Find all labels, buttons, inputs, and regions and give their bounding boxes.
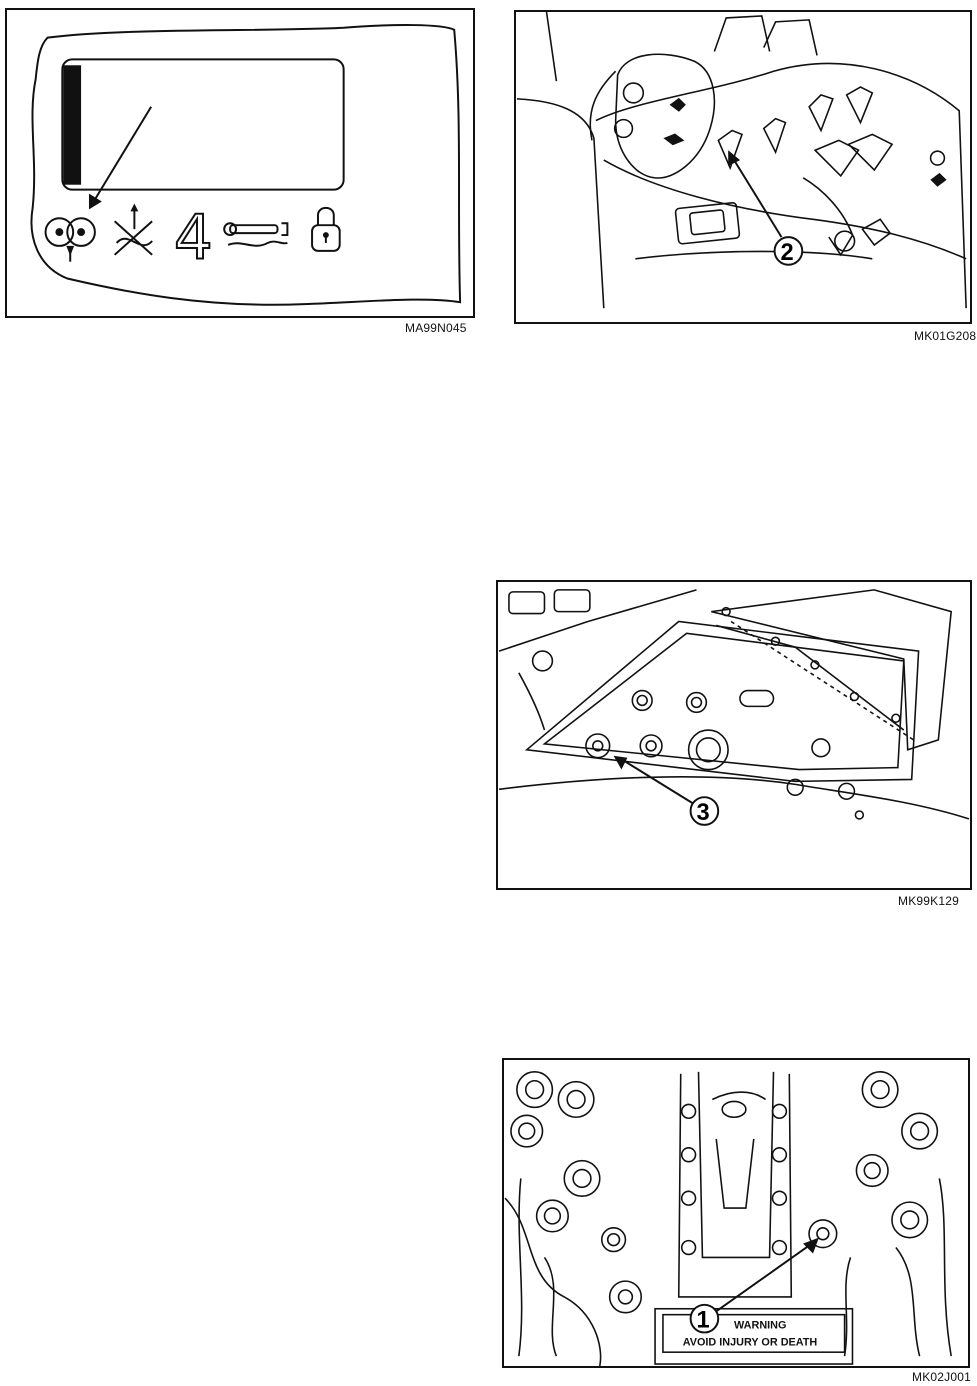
figure-hydraulic-couplers: WARNING AVOID INJURY OR DEATH 1 (502, 1058, 970, 1368)
figure-code-2: MK01G208 (914, 329, 976, 343)
figure-code-3: MK99K129 (898, 894, 959, 908)
hydraulic-couplers-illustration: WARNING AVOID INJURY OR DEATH 1 (504, 1060, 968, 1366)
callout-3: 3 (696, 800, 709, 826)
figure-control-console: 2 (514, 10, 972, 324)
padlock-icon (312, 208, 340, 251)
control-console-illustration: 2 (516, 12, 970, 322)
decal-avoid-injury: AVOID INJURY OR DEATH (683, 1336, 818, 1348)
figure-knob-panel: 3 (496, 580, 972, 890)
hydraulic-pump-icon (46, 218, 95, 261)
figure-display-panel: 4 (5, 8, 475, 318)
figure-code-1: MA99N045 (405, 321, 467, 335)
gear-number-indicator: 4 (174, 203, 213, 274)
figure-code-4: MK02J001 (912, 1370, 971, 1384)
decal-warning: WARNING (734, 1319, 786, 1331)
wrench-service-icon (224, 223, 287, 246)
display-panel-illustration: 4 (7, 10, 473, 316)
implement-lift-icon (115, 203, 153, 254)
callout-2: 2 (781, 240, 794, 266)
knob-panel-illustration: 3 (498, 582, 970, 888)
callout-1: 1 (697, 1308, 710, 1334)
